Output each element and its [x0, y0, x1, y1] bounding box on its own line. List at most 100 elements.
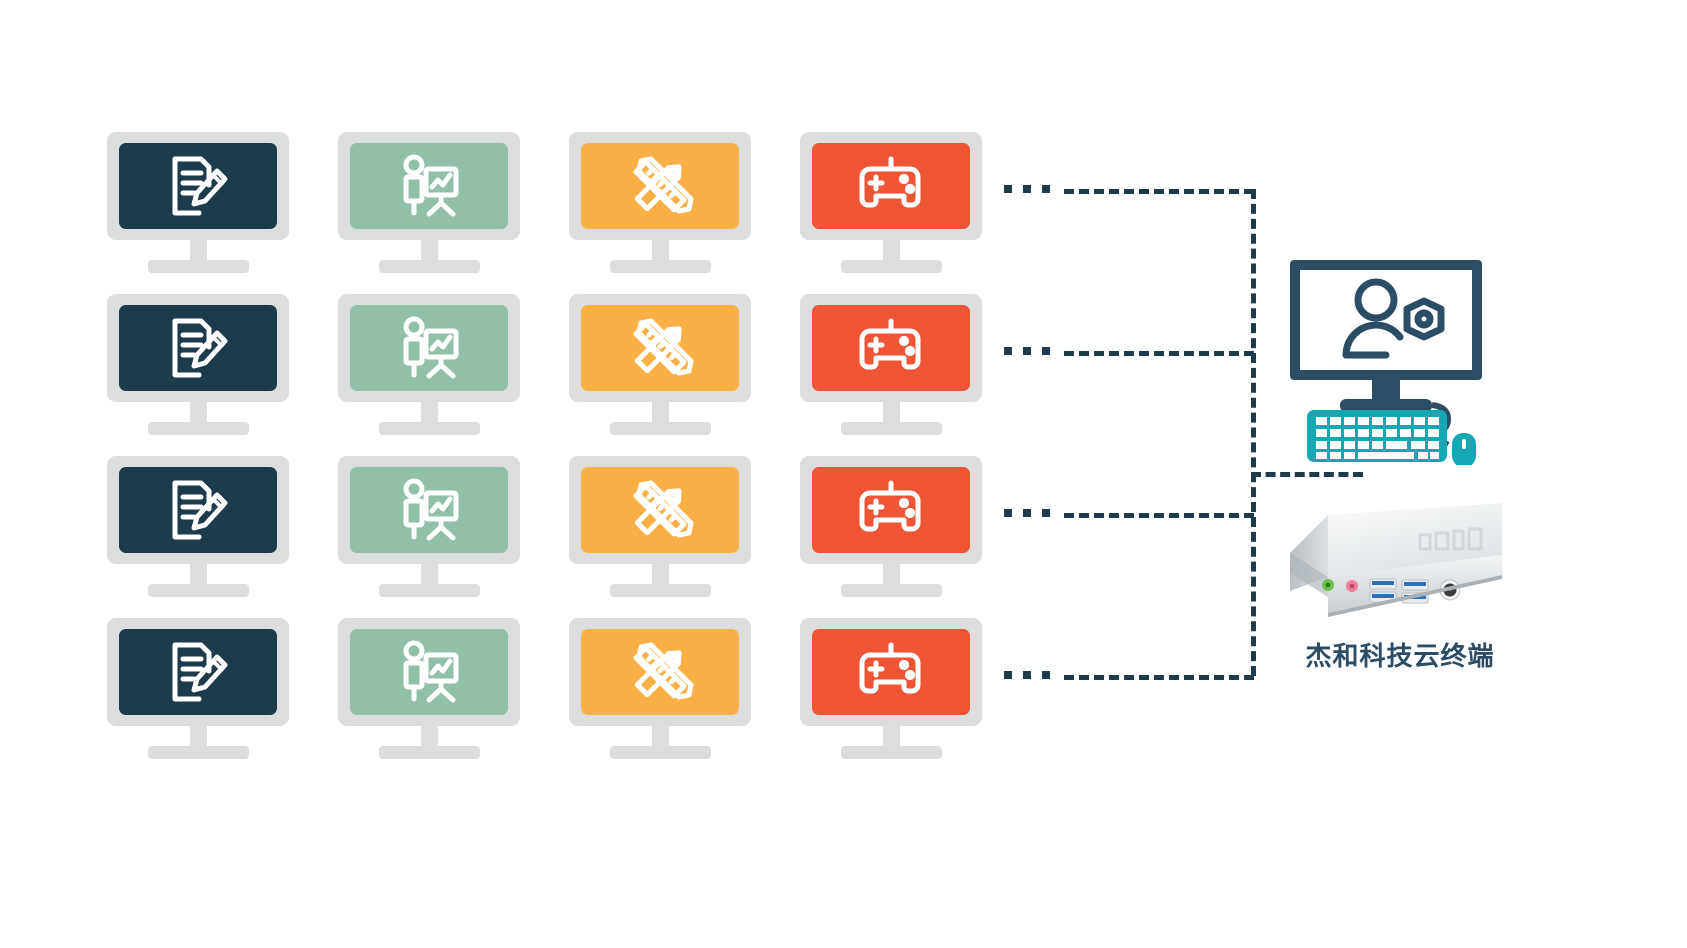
usb-port-3 [1372, 594, 1394, 598]
ellipsis-dot [1023, 347, 1031, 355]
monitor-screen-gaming [812, 143, 970, 229]
mini-pc-icon[interactable] [1270, 495, 1505, 620]
greatwall-emboss-logo [1418, 527, 1483, 551]
client-monitor-training[interactable] [338, 456, 520, 597]
ellipsis-dot [1023, 509, 1031, 517]
client-monitor-design[interactable] [569, 618, 751, 759]
monitor-neck [190, 564, 207, 589]
ellipsis-dot [1004, 347, 1012, 355]
gamepad-icon [859, 318, 921, 370]
client-monitor-design[interactable] [569, 132, 751, 273]
monitor-neck [652, 564, 669, 589]
ruler-pencil-icon [633, 318, 694, 376]
ellipsis-dot [1042, 347, 1050, 355]
ellipsis-dot [1042, 185, 1050, 193]
client-monitor-training[interactable] [338, 294, 520, 435]
dashed-trunk-line [1251, 472, 1363, 477]
monitor-screen-document [119, 467, 277, 553]
monitor-base [841, 422, 942, 435]
presentation-chart-icon [403, 478, 459, 541]
ellipsis-dot [1042, 671, 1050, 679]
monitor-screen-design [581, 467, 739, 553]
monitor-neck [190, 402, 207, 427]
row-ellipsis [1004, 347, 1050, 355]
client-monitor-gaming[interactable] [800, 456, 982, 597]
monitor-base [841, 260, 942, 273]
monitor-neck [652, 240, 669, 265]
monitor-neck [190, 726, 207, 751]
mouse-icon [1452, 433, 1476, 467]
presentation-chart-icon [403, 316, 459, 379]
client-monitor-document[interactable] [107, 294, 289, 435]
monitor-neck [883, 402, 900, 427]
monitor-base [610, 260, 711, 273]
client-monitor-gaming[interactable] [800, 618, 982, 759]
monitor-base [841, 584, 942, 597]
monitor-base [610, 746, 711, 759]
document-edit-icon [172, 642, 228, 702]
monitor-screen-gaming [812, 467, 970, 553]
document-edit-icon [172, 156, 228, 216]
ellipsis-dot [1023, 671, 1031, 679]
monitor-base [148, 422, 249, 435]
keyboard-icon [1307, 410, 1447, 462]
monitor-screen-training [350, 629, 508, 715]
gamepad-icon [859, 480, 921, 532]
document-edit-icon [172, 480, 228, 540]
monitor-neck [421, 240, 438, 265]
monitor-base [148, 584, 249, 597]
ellipsis-dot [1004, 671, 1012, 679]
monitor-neck [883, 564, 900, 589]
usb-port-2 [1404, 582, 1426, 586]
client-monitor-design[interactable] [569, 294, 751, 435]
row-ellipsis [1004, 671, 1050, 679]
monitor-neck [421, 564, 438, 589]
monitor-base [841, 746, 942, 759]
ruler-pencil-icon [633, 480, 694, 538]
gamepad-icon [859, 642, 921, 694]
monitor-screen-design [581, 629, 739, 715]
client-monitor-document[interactable] [107, 132, 289, 273]
row-ellipsis [1004, 185, 1050, 193]
dashed-branch-line [1064, 351, 1254, 356]
ellipsis-dot [1004, 185, 1012, 193]
monitor-neck [421, 726, 438, 751]
monitor-base [148, 746, 249, 759]
monitor-base [610, 584, 711, 597]
client-monitor-gaming[interactable] [800, 132, 982, 273]
monitor-base [379, 422, 480, 435]
ellipsis-dot [1023, 185, 1031, 193]
monitor-neck [190, 240, 207, 265]
monitor-neck [652, 402, 669, 427]
row-ellipsis [1004, 509, 1050, 517]
client-monitor-training[interactable] [338, 618, 520, 759]
ruler-pencil-icon [633, 156, 694, 214]
client-monitor-design[interactable] [569, 456, 751, 597]
monitor-base [379, 260, 480, 273]
monitor-base [610, 422, 711, 435]
user-settings-monitor-icon [1290, 260, 1482, 412]
document-edit-icon [172, 318, 228, 378]
monitor-screen-training [350, 305, 508, 391]
monitor-neck [421, 402, 438, 427]
gamepad-icon [859, 156, 921, 208]
monitor-screen-document [119, 629, 277, 715]
client-monitor-gaming[interactable] [800, 294, 982, 435]
presentation-chart-icon [403, 154, 459, 217]
monitor-screen-training [350, 143, 508, 229]
presentation-chart-icon [403, 640, 459, 703]
client-monitor-training[interactable] [338, 132, 520, 273]
client-monitor-document[interactable] [107, 456, 289, 597]
monitor-neck [883, 726, 900, 751]
terminal-label: 杰和科技云终端 [1305, 642, 1495, 672]
monitor-neck [883, 240, 900, 265]
ellipsis-dot [1042, 509, 1050, 517]
dashed-branch-line [1064, 513, 1254, 518]
dashed-branch-line [1064, 675, 1254, 680]
client-monitor-document[interactable] [107, 618, 289, 759]
dashed-vertical-bus [1251, 189, 1256, 676]
cloud-terminal-workstation[interactable] [1280, 255, 1490, 467]
monitor-screen-design [581, 143, 739, 229]
monitor-neck [652, 726, 669, 751]
